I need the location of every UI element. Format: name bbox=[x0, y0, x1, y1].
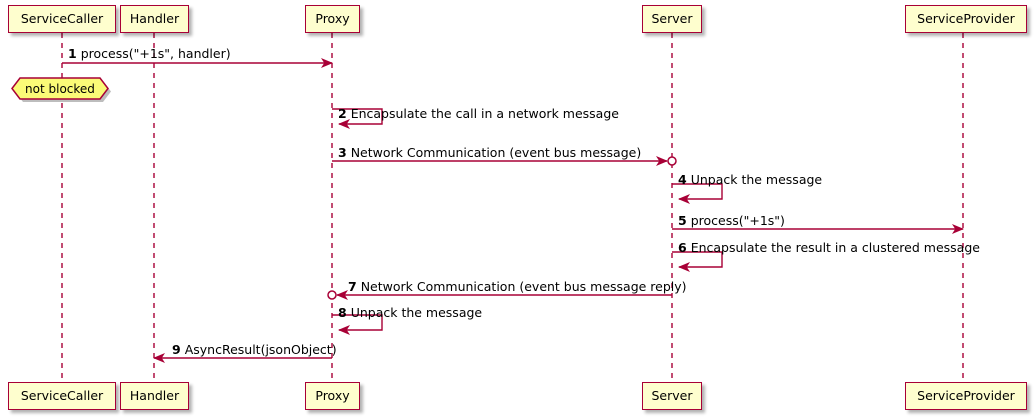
message-text: Network Communication (event bus message… bbox=[360, 279, 687, 294]
participant-label: ServiceCaller bbox=[20, 10, 104, 26]
participant-label: Proxy bbox=[315, 387, 350, 403]
message-seq: 4 bbox=[678, 172, 687, 187]
message-seq: 5 bbox=[678, 213, 687, 228]
message-label-1: 1 process("+1s", handler) bbox=[68, 46, 231, 61]
participant-label: Server bbox=[651, 10, 693, 26]
message-seq: 6 bbox=[678, 240, 687, 255]
note-not-blocked: not blocked bbox=[12, 78, 108, 99]
message-arrow-4 bbox=[672, 183, 723, 204]
participant-label: Server bbox=[651, 387, 693, 403]
note-hexagon-not-blocked bbox=[11, 77, 109, 100]
participant-label: Proxy bbox=[315, 10, 350, 26]
message-label-2: 2 Encapsulate the call in a network mess… bbox=[338, 106, 619, 121]
message-label-5: 5 process("+1s") bbox=[678, 213, 785, 228]
message-endpoint-circle-7 bbox=[327, 290, 337, 300]
message-seq: 7 bbox=[348, 279, 357, 294]
message-arrow-6 bbox=[672, 251, 723, 272]
message-arrow-2 bbox=[332, 108, 383, 129]
message-seq: 9 bbox=[172, 342, 181, 357]
participant-footer-proxy[interactable]: Proxy bbox=[305, 382, 360, 410]
message-endpoint-circle-3 bbox=[667, 156, 677, 166]
message-label-3: 3 Network Communication (event bus messa… bbox=[338, 145, 642, 160]
participant-footer-servicecaller[interactable]: ServiceCaller bbox=[8, 382, 116, 410]
message-label-7: 7 Network Communication (event bus messa… bbox=[348, 279, 687, 294]
message-text: Encapsulate the result in a clustered me… bbox=[690, 240, 980, 255]
participant-label: ServiceProvider bbox=[917, 10, 1015, 26]
message-label-8: 8 Unpack the message bbox=[338, 305, 483, 320]
participant-label: Handler bbox=[129, 10, 180, 26]
participant-label: ServiceCaller bbox=[20, 387, 104, 403]
participant-header-servicecaller[interactable]: ServiceCaller bbox=[8, 5, 116, 33]
participant-label: Handler bbox=[129, 387, 180, 403]
message-label-4: 4 Unpack the message bbox=[678, 172, 823, 187]
message-text: Encapsulate the call in a network messag… bbox=[350, 106, 619, 121]
participant-label: ServiceProvider bbox=[917, 387, 1015, 403]
message-text: process("+1s", handler) bbox=[80, 46, 231, 61]
message-seq: 3 bbox=[338, 145, 347, 160]
message-arrow-8 bbox=[332, 314, 383, 335]
note-label: not blocked bbox=[25, 81, 95, 96]
participant-header-proxy[interactable]: Proxy bbox=[305, 5, 360, 33]
message-text: Unpack the message bbox=[350, 305, 483, 320]
message-seq: 8 bbox=[338, 305, 347, 320]
message-label-6: 6 Encapsulate the result in a clustered … bbox=[678, 240, 980, 255]
message-text: process("+1s") bbox=[690, 213, 785, 228]
participant-footer-serviceprovider[interactable]: ServiceProvider bbox=[905, 382, 1027, 410]
message-seq: 1 bbox=[68, 46, 77, 61]
message-text: Unpack the message bbox=[690, 172, 823, 187]
participant-footer-handler[interactable]: Handler bbox=[120, 382, 189, 410]
message-label-9: 9 AsyncResult(jsonObject) bbox=[172, 342, 337, 357]
participant-header-handler[interactable]: Handler bbox=[120, 5, 189, 33]
message-text: Network Communication (event bus message… bbox=[350, 145, 642, 160]
message-seq: 2 bbox=[338, 106, 347, 121]
participant-footer-server[interactable]: Server bbox=[642, 382, 702, 410]
participant-header-server[interactable]: Server bbox=[642, 5, 702, 33]
participant-header-serviceprovider[interactable]: ServiceProvider bbox=[905, 5, 1027, 33]
message-text: AsyncResult(jsonObject) bbox=[184, 342, 337, 357]
